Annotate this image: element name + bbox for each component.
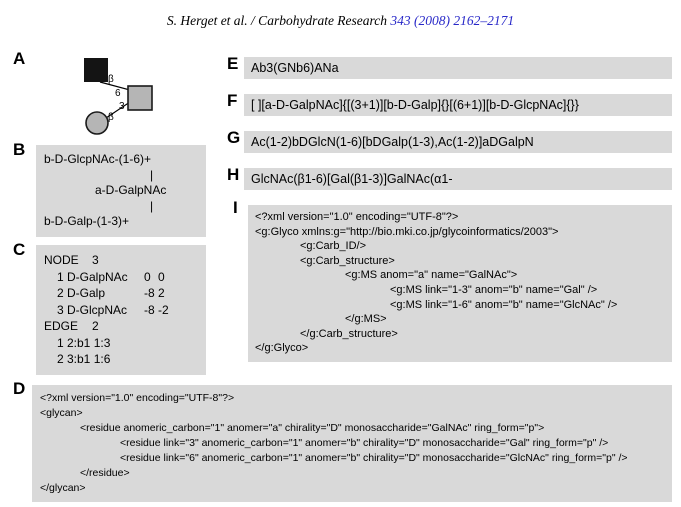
bond-line-1-3 — [105, 101, 131, 119]
panel-label-h: H — [227, 165, 240, 184]
gal-node-circle-icon — [85, 111, 109, 135]
xml-line: <g:Glyco xmlns:g="http://bio.mki.co.jp/g… — [255, 225, 559, 238]
kcf-node-header: NODE 3 — [44, 252, 198, 269]
edge-index: 1 — [57, 335, 64, 350]
panel-label-e: E — [227, 54, 239, 73]
anomer-label-top: β — [108, 74, 114, 85]
node-y: 0 — [158, 269, 165, 284]
node-name: D-GalpNAc — [67, 269, 128, 284]
xml-line: <g:Carb_structure> — [300, 254, 395, 267]
linkage-label-bottom: 3 — [119, 101, 125, 112]
xml-line: <glycan> — [40, 407, 83, 419]
bond-line-1-6 — [99, 81, 131, 91]
panel-e-linearcode-box: Ab3(GNb6)ANa — [244, 57, 672, 79]
node-name: D-GlcpNAc — [67, 302, 128, 317]
header-authors: S. Herget et al. / Carbohydrate Research — [166, 13, 391, 28]
xml-line: <g:Carb_ID/> — [300, 240, 367, 253]
xml-line: <residue anomeric_carbon="1" anomer="a" … — [80, 422, 545, 434]
kcf-node-keyword: NODE — [44, 253, 79, 267]
xml-line: </g:Glyco> — [255, 342, 309, 355]
bcsdb-string: Ac(1-2)bDGlcN(1-6)[bDGalp(1-3),Ac(1-2)]a… — [251, 135, 534, 149]
panel-h-cfg-box: GlcNAc(β1-6)[Gal(β1-3)]GalNAc(α1- — [244, 168, 672, 190]
node-index: 1 — [57, 269, 64, 284]
node-y: -2 — [158, 302, 169, 317]
panel-label-b: B — [13, 140, 26, 159]
xml-line: <g:MS link="1-6" anom="b" name="GlcNAc" … — [390, 298, 618, 311]
panel-i-glycoxml-box: <?xml version="1.0" encoding="UTF-8"?> <… — [248, 205, 672, 362]
panel-g-bcsdb-box: Ac(1-2)bDGlcN(1-6)[bDGalp(1-3),Ac(1-2)]a… — [244, 131, 672, 153]
panel-label-a: A — [13, 49, 26, 68]
panel-label-g: G — [227, 128, 241, 147]
kcf-edge-keyword: EDGE — [44, 319, 79, 333]
linkage-label-top: 6 — [115, 88, 121, 99]
cfg-string: GlcNAc(β1-6)[Gal(β1-3)]GalNAc(α1- — [251, 172, 453, 186]
journal-header: S. Herget et al. / Carbohydrate Research… — [0, 13, 681, 29]
header-citation-link[interactable]: 343 (2008) 2162–2171 — [390, 13, 515, 28]
node-index: 3 — [57, 302, 64, 317]
iupac-line: b-D-GlcpNAc-(1-6)+ — [44, 152, 152, 166]
panel-label-c: C — [13, 240, 26, 259]
node-x: -8 — [144, 302, 155, 317]
edge-index: 2 — [57, 352, 64, 366]
linucs-string: [ ][a-D-GalpNAc]{[(3+1)][b-D-Galp]{}[(6+… — [251, 98, 579, 112]
iupac-line: b-D-Galp-(1-3)+ — [44, 214, 130, 229]
node-index: 2 — [57, 286, 64, 300]
iupac-branch-pipe: | — [150, 198, 154, 213]
iupac-branch-pipe: | — [150, 167, 154, 182]
glcnac-node-square-icon — [84, 58, 108, 82]
node-name: D-Galp — [67, 286, 106, 300]
panel-d-cabosml-box: <?xml version="1.0" encoding="UTF-8"?> <… — [32, 385, 672, 502]
xml-line: <residue link="6" anomeric_carbon="1" an… — [120, 452, 628, 464]
kcf-edge-header: EDGE 2 — [44, 318, 198, 335]
linearcode-string: Ab3(GNb6)ANa — [251, 61, 339, 75]
node-y: 2 — [158, 286, 165, 300]
anomer-label-bottom: β — [108, 112, 114, 123]
node-x: -8 — [144, 286, 155, 300]
kcf-edge-count: 2 — [92, 319, 99, 333]
panel-b-iupac-box: b-D-GlcpNAc-(1-6)+ | a-D-GalpNAc | b-D-G… — [36, 145, 206, 237]
panel-label-d: D — [13, 379, 26, 398]
iupac-line: a-D-GalpNAc — [95, 183, 167, 198]
node-x: 0 — [144, 269, 151, 284]
panel-label-f: F — [227, 91, 238, 110]
xml-line: <g:MS link="1-3" anom="b" name="Gal" /> — [390, 283, 598, 296]
kcf-node-count: 3 — [92, 253, 99, 267]
xml-line: </g:MS> — [345, 313, 387, 326]
xml-line: </g:Carb_structure> — [300, 327, 398, 340]
xml-line: <residue link="3" anomeric_carbon="1" an… — [120, 437, 609, 449]
xml-line: <?xml version="1.0" encoding="UTF-8"?> — [255, 211, 459, 223]
xml-line: <g:MS anom="a" name="GalNAc"> — [345, 269, 518, 282]
xml-line: </glycan> — [40, 482, 86, 494]
edge-value: 2:b1 1:3 — [67, 335, 111, 350]
xml-line: <?xml version="1.0" encoding="UTF-8"?> — [40, 392, 235, 404]
edge-value: 3:b1 1:6 — [67, 352, 111, 366]
galnac-node-square-icon — [127, 85, 153, 111]
xml-line: </residue> — [80, 467, 130, 479]
panel-f-linucs-box: [ ][a-D-GalpNAc]{[(3+1)][b-D-Galp]{}[(6+… — [244, 94, 672, 116]
glycan-diagram: β 6 β 3 — [84, 58, 153, 135]
panel-label-i: I — [233, 198, 238, 217]
